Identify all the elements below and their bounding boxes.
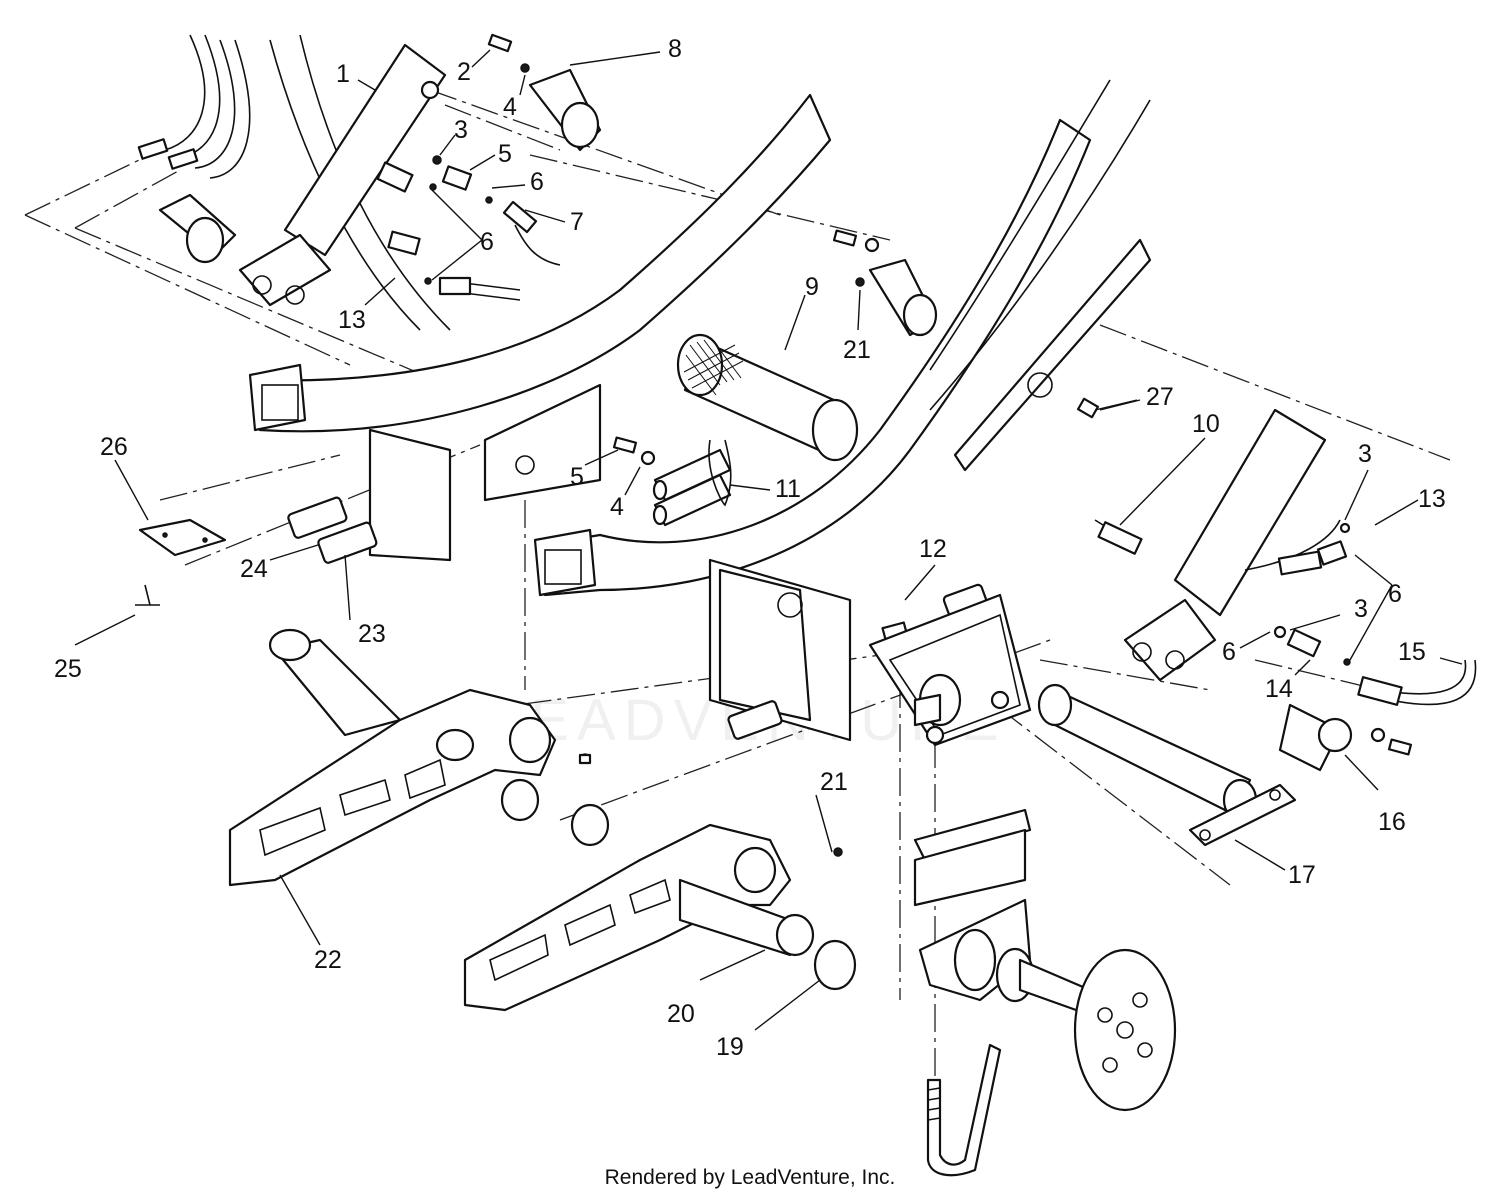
callout-27: 27: [1146, 383, 1174, 411]
callout-19: 19: [716, 1033, 744, 1061]
callout-9: 9: [805, 273, 819, 301]
lift-arm-20: [463, 823, 815, 1012]
callout-3: 3: [454, 116, 468, 144]
callout-2: 2: [457, 58, 471, 86]
callout-13: 13: [338, 306, 366, 334]
callout-16: 16: [1378, 808, 1406, 836]
hitch-bracket: [368, 428, 852, 742]
callout-12: 12: [919, 535, 947, 563]
callout-24: 24: [240, 555, 268, 583]
callout-13-right: 13: [1418, 485, 1446, 513]
leader-lines: [74, 49, 1463, 1031]
hex-nuts: [578, 753, 592, 765]
pivot-pins: [158, 68, 1353, 772]
hydraulic-cylinder-left: [238, 43, 447, 307]
shaft-17: [1037, 683, 1297, 847]
callout-6: 6: [530, 168, 544, 196]
callout-26: 26: [100, 433, 128, 461]
callout-21-lower: 21: [820, 768, 848, 796]
callout-22: 22: [314, 946, 342, 974]
lift-arm-22: [228, 628, 557, 887]
callout-4-center: 4: [610, 493, 624, 521]
callout-10: 10: [1192, 410, 1220, 438]
callout-11: 11: [775, 475, 801, 503]
callout-7: 7: [570, 208, 584, 236]
callout-6-left: 6: [480, 228, 494, 256]
callout-20: 20: [667, 1000, 695, 1028]
callout-6-lower-right: 6: [1222, 638, 1236, 666]
callout-4: 4: [503, 93, 517, 121]
main-frame-upper: [248, 34, 832, 502]
callout-17: 17: [1288, 861, 1316, 889]
plate-26: [135, 518, 227, 606]
callout-labels: 1 2 3 4 5 6 7 8 9 10 11 12 13 14 15 16 1…: [54, 35, 1446, 1061]
wheel-hub: [913, 808, 1177, 1112]
callout-5: 5: [498, 140, 512, 168]
callout-23: 23: [358, 620, 386, 648]
callout-5-center: 5: [570, 463, 584, 491]
credit-text: Rendered by LeadVenture, Inc.: [604, 1166, 896, 1189]
callout-15: 15: [1398, 638, 1426, 666]
u-bolt: [926, 1043, 1002, 1177]
hydraulic-cylinder-right: [1123, 408, 1327, 682]
upper-left-hoses: [137, 34, 251, 179]
callout-3-right: 3: [1358, 440, 1372, 468]
callout-14: 14: [1265, 675, 1293, 703]
clamp-11: [652, 439, 732, 527]
callout-6-right: 6: [1388, 580, 1402, 608]
hitch-cup-12: [868, 593, 1032, 747]
callout-3-lower-right: 3: [1354, 595, 1368, 623]
main-frame-lower: [533, 79, 1152, 597]
tube-9: [676, 333, 859, 462]
callout-25: 25: [54, 655, 82, 683]
bushings: [500, 778, 857, 991]
callout-8: 8: [668, 35, 682, 63]
callout-21: 21: [843, 336, 871, 364]
callout-1: 1: [336, 60, 350, 88]
quick-couplers: [287, 200, 1477, 740]
